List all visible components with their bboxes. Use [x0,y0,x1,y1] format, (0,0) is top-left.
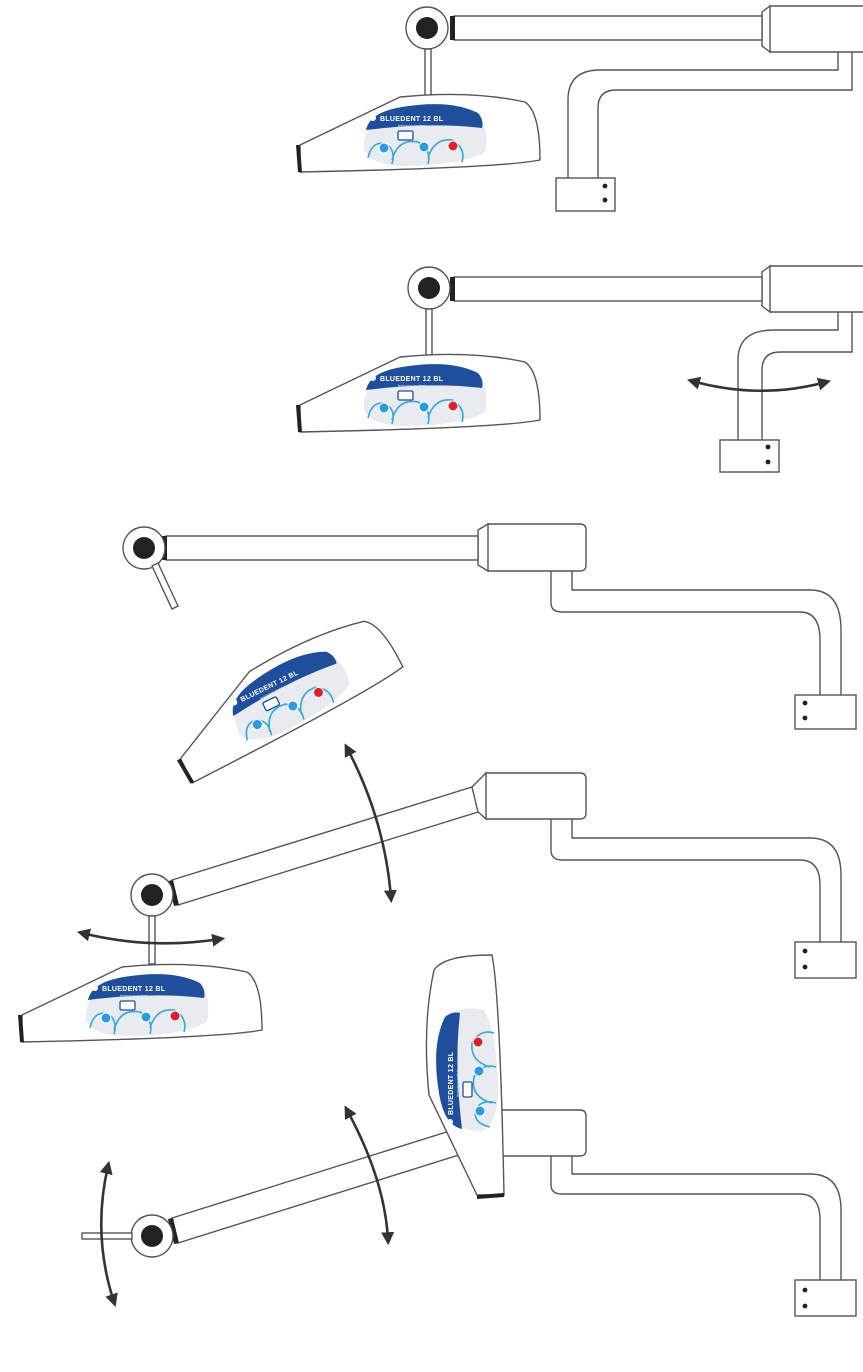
blue-button-icon [418,401,430,413]
mount-screw-icon [765,459,771,465]
brand-subtitle: technology medical [120,994,148,998]
mount-screw-icon [802,948,808,954]
rotation-arrow-icon [344,743,397,904]
horizontal-arm [453,276,763,302]
lamp-head: BLUEDENT 12 BL technology medical [425,954,505,1199]
red-button-icon [447,400,459,412]
lamp-stem [148,915,156,965]
display-window [397,390,414,401]
mount-screw-icon [802,1287,808,1293]
mount-block [555,177,616,212]
arm-housing [485,523,587,572]
rotation-arrow-icon [344,1105,395,1246]
horizontal-arm [165,535,479,561]
angled-arm [171,786,479,906]
wall-bracket [550,1156,842,1280]
brand-subtitle: technology medical [456,1069,460,1097]
arm-collar [761,4,771,54]
pivot-knob-icon [141,884,163,906]
display-window [397,130,414,141]
display-window [119,1000,136,1011]
config-1: BLUEDENT 12 BL technology medical [296,4,863,212]
config-5: BLUEDENT 12 BL technology medical [81,954,857,1317]
brand-label: BLUEDENT 12 BL [102,986,166,993]
mount-block [719,439,780,473]
config-2: BLUEDENT 12 BL technology medical [296,264,863,473]
mount-screw-icon [602,183,608,189]
arm-housing [483,772,587,820]
rotation-arrow-icon [76,928,226,947]
lamp-stem [81,1232,133,1240]
wall-bracket [567,52,853,178]
red-button-icon [447,140,459,152]
mount-screw-icon [765,444,771,450]
red-button-icon [472,1036,484,1048]
brand-label: BLUEDENT 12 BL [380,116,444,123]
brand-label: BLUEDENT 12 BL [448,1051,455,1115]
lamp-stem [425,308,433,358]
red-button-icon [312,686,324,698]
mount-screw-icon [802,715,808,721]
red-button-icon [169,1010,181,1022]
pivot-knob-icon [416,17,438,39]
arm-collar [761,264,771,314]
mount-screw-icon [802,700,808,706]
display-window [262,696,281,712]
blue-button-icon [140,1011,152,1023]
blue-button-icon [378,142,390,154]
arm-collar [477,522,489,573]
config-4: BLUEDENT 12 BL technology medical [18,743,857,1043]
rotation-arrow-icon [686,376,832,393]
pivot-knob-icon [133,537,155,559]
mount-screw-icon [802,964,808,970]
mount-block [794,694,857,730]
blue-button-icon [418,141,430,153]
lamp-head: BLUEDENT 12 BL technology medical [18,963,263,1043]
arm-housing [767,265,863,313]
brand-subtitle: technology medical [398,124,426,128]
blue-button-icon [473,1065,485,1077]
blue-button-icon [100,1012,112,1024]
wall-bracket [737,312,853,440]
lamp-stem [151,562,179,610]
blue-button-icon [474,1105,486,1117]
mount-screw-icon [802,1303,808,1309]
arm-housing [767,5,863,53]
display-window [462,1081,473,1098]
rotation-arrow-icon [99,1160,118,1307]
brand-label: BLUEDENT 12 BL [380,376,444,383]
lamp-stem [424,48,432,98]
wall-bracket [550,571,842,695]
blue-button-icon [251,718,263,730]
horizontal-arm [453,15,763,41]
mount-screw-icon [602,197,608,203]
brand-subtitle: technology medical [398,384,426,388]
wall-bracket [550,819,842,942]
blue-button-icon [378,402,390,414]
lamp-head: BLUEDENT 12 BL technology medical [296,93,541,173]
mount-block [794,941,857,979]
pivot-knob-icon [418,277,440,299]
config-3: BLUEDENT 12 BL technology medical [122,522,857,784]
mount-block [794,1279,857,1317]
lamp-head: BLUEDENT 12 BL technology medical [176,620,404,784]
blue-button-icon [287,700,299,712]
pivot-knob-icon [141,1225,163,1247]
angled-arm [171,1123,479,1244]
lamp-head: BLUEDENT 12 BL technology medical [296,353,541,433]
